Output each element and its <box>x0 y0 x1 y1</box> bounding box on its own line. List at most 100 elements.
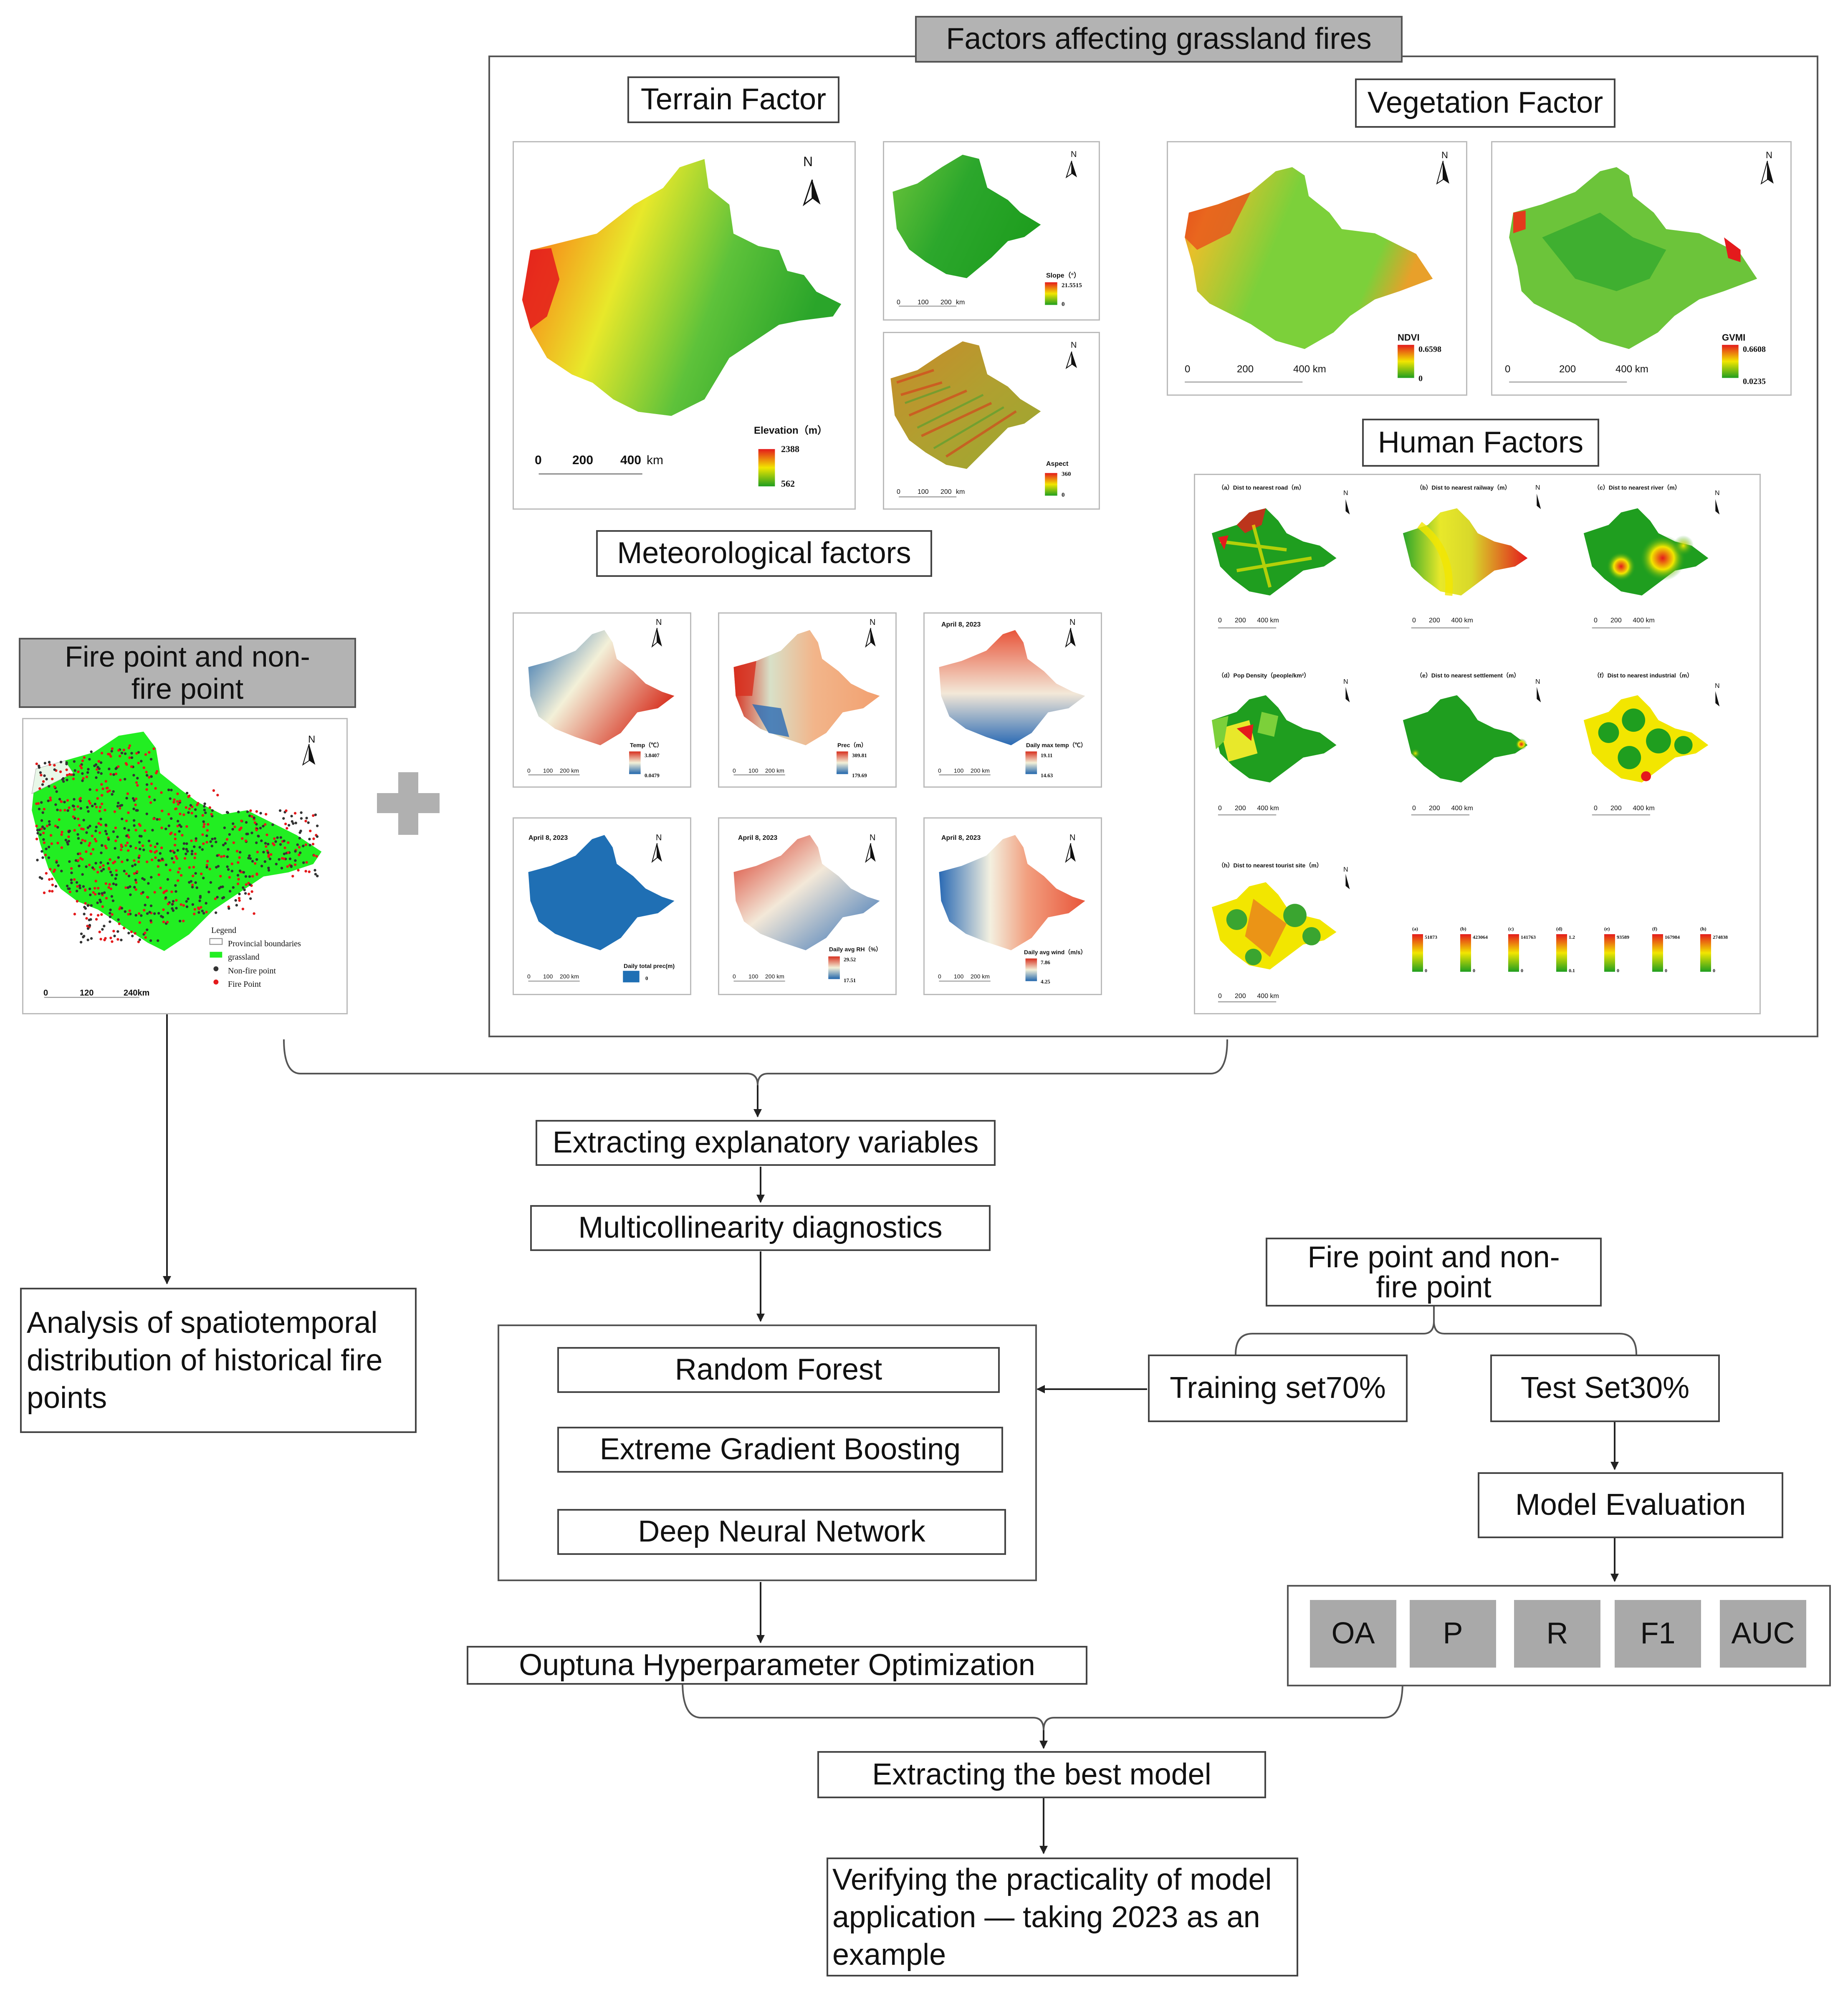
non-fire-point-marker <box>194 872 197 875</box>
non-fire-point-marker <box>189 804 192 807</box>
non-fire-point-marker <box>40 801 43 804</box>
non-fire-point-marker <box>251 860 254 863</box>
fire-point-box: Fire point and non-fire point <box>1266 1238 1602 1307</box>
non-fire-point-marker <box>85 865 88 868</box>
fire-point-marker <box>150 858 154 862</box>
scale-400: 400 km <box>1615 364 1648 375</box>
fire-point-marker <box>146 895 149 899</box>
max-temp-max: 19.11 <box>1041 752 1053 758</box>
fire-point-marker <box>173 798 176 801</box>
fire-point-marker <box>159 887 162 890</box>
rh-label: Daily avg RH（%） <box>829 946 882 953</box>
non-fire-point-marker <box>41 811 44 814</box>
scale-100: 100 <box>918 488 929 495</box>
scale-200: 200 km <box>560 767 579 774</box>
gvmi-max: 0.6608 <box>1743 345 1766 354</box>
non-fire-point-marker <box>94 803 96 806</box>
non-fire-point-marker <box>290 814 293 818</box>
non-fire-point-marker <box>145 812 148 815</box>
fire-point-marker <box>96 887 100 890</box>
fire-point-marker <box>48 878 51 881</box>
non-fire-point-marker <box>236 874 240 877</box>
non-fire-point-marker <box>134 879 137 882</box>
non-fire-point-marker <box>109 912 111 915</box>
scale-100: 100 <box>954 767 964 774</box>
fire-point-marker <box>214 897 217 900</box>
fire-point-marker <box>106 786 109 789</box>
fire-point-marker <box>175 899 178 902</box>
non-fire-point-marker <box>185 842 188 845</box>
fire-point-marker <box>135 752 138 755</box>
non-fire-point-marker <box>149 758 153 761</box>
fire-point-marker <box>287 851 290 854</box>
non-fire-point-marker <box>90 750 93 753</box>
scale-100: 100 <box>954 973 964 980</box>
slope-min: 0 <box>1062 301 1065 308</box>
non-fire-point-marker <box>80 842 83 844</box>
fire-point-marker <box>256 851 259 854</box>
fire-point-marker <box>96 914 100 917</box>
non-fire-point-marker <box>242 886 245 889</box>
legend-non-fire: Non-fire point <box>228 966 276 976</box>
non-fire-point-marker <box>195 886 198 889</box>
fire-point-marker <box>169 869 172 872</box>
wind-map: April 8, 2023 N Daily avg wind（m/s） 7.86… <box>923 817 1102 995</box>
fire-point-marker <box>240 819 243 822</box>
fire-point-marker <box>202 825 205 828</box>
non-fire-point-marker <box>43 762 47 765</box>
fire-point-marker <box>127 836 130 839</box>
non-fire-point-marker <box>75 881 78 884</box>
fire-point-marker <box>49 796 52 799</box>
non-fire-point-marker <box>201 910 204 912</box>
fire-point-marker <box>237 878 240 881</box>
fire-point-marker <box>143 909 146 912</box>
non-fire-point-marker <box>82 885 85 888</box>
non-fire-point-marker <box>134 914 137 917</box>
non-fire-point-marker <box>126 886 130 889</box>
non-fire-point-marker <box>227 868 230 871</box>
non-fire-point-marker <box>73 760 76 763</box>
non-fire-point-marker <box>114 883 118 886</box>
non-fire-point-marker <box>211 837 214 841</box>
non-fire-point-marker <box>41 825 44 828</box>
fire-point-marker <box>134 847 137 849</box>
fire-point-marker <box>104 780 107 783</box>
non-fire-point-marker <box>262 851 265 854</box>
fire-point-marker <box>241 837 244 840</box>
fire-point-marker <box>174 855 177 858</box>
fire-point-marker <box>102 864 105 867</box>
non-fire-point-marker <box>253 816 255 819</box>
non-fire-point-marker <box>78 887 81 890</box>
fire-point-marker <box>76 805 79 808</box>
fire-point-marker <box>58 818 61 821</box>
fire-point-marker <box>286 827 288 830</box>
non-fire-point-marker <box>194 881 197 884</box>
non-fire-point-marker <box>232 822 235 825</box>
non-fire-point-marker <box>228 833 231 836</box>
non-fire-point-marker <box>94 862 97 865</box>
north-arrow-icon <box>1436 161 1449 185</box>
fire-point-marker <box>49 834 53 837</box>
fire-point-marker <box>190 811 193 815</box>
fire-point-marker <box>167 902 170 905</box>
fire-point-marker <box>78 852 81 855</box>
fire-point-marker <box>222 854 225 858</box>
north-label: N <box>1069 833 1076 842</box>
fire-point-marker <box>193 912 196 915</box>
random-forest-box: Random Forest <box>557 1347 1000 1393</box>
non-fire-point-marker <box>88 758 91 761</box>
scale-0: 0 <box>527 767 531 774</box>
fire-point-marker <box>239 827 242 830</box>
fire-point-marker <box>304 869 307 873</box>
non-fire-point-marker <box>182 847 185 850</box>
fire-point-marker <box>119 848 123 851</box>
scale-200: 200 km <box>971 767 990 774</box>
scale-0: 0 <box>535 453 542 467</box>
non-fire-point-marker <box>104 823 107 826</box>
scale-unit: km <box>956 299 965 306</box>
non-fire-point-marker <box>169 849 172 852</box>
non-fire-point-marker <box>86 806 89 809</box>
elevation-map: N Elevation（m） 2388 562 0 200 400 km <box>513 141 856 510</box>
fire-point-marker <box>181 834 184 837</box>
non-fire-point-marker <box>255 858 258 861</box>
